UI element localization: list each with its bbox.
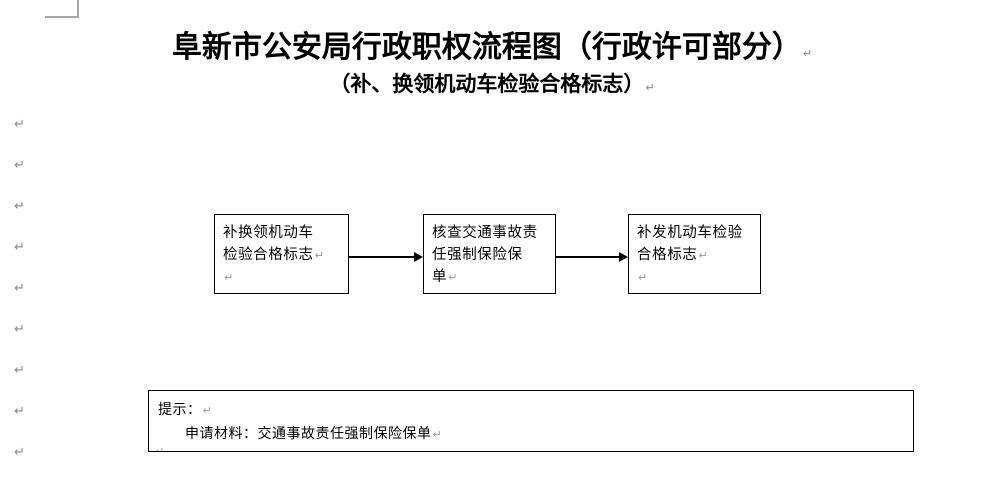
margin-pilcrow-4: ↵ [14,240,25,255]
flowchart-box-2-line-3-text: 单 [432,269,448,285]
document-subtitle: （补、换领机动车检验合格标志）↵ [0,68,984,98]
flowchart-box-3-line-2: 合格标志↵ [637,244,752,267]
note-body-paragraph-mark: ↵ [432,428,443,441]
flowchart-box-1-line-2: 检验合格标志↵ [223,244,340,267]
margin-pilcrow-6: ↵ [14,322,25,337]
flowchart-box-2-paragraph-mark: ↵ [448,271,458,284]
note-trailing-mark: ↵ [155,445,165,452]
margin-pilcrow-1: ↵ [14,117,25,132]
margin-pilcrow-2: ↵ [14,158,25,173]
title-paragraph-mark: ↵ [802,47,813,60]
flowchart-box-3-line-2-text: 合格标志 [637,247,698,263]
document-title: 阜新市公安局行政职权流程图（行政许可部分）↵ [0,22,984,66]
flowchart-box-1-extra-mark: ↵ [224,271,234,284]
flowchart-box-3: 补发机动车检验 合格标志↵ ↵ [628,214,761,294]
flowchart-box-3-extra-mark: ↵ [638,271,648,284]
flow-arrow-2 [556,251,628,263]
flowchart-box-3-paragraph-mark: ↵ [698,249,709,262]
flow-arrow-1 [349,251,423,263]
margin-pilcrow-7: ↵ [14,363,25,378]
flow-arrow-2-head [619,251,628,262]
note-body: 申请材料：交通事故责任强制保险保单↵ [185,423,442,443]
flow-arrow-1-shaft [349,256,414,258]
flowchart-box-2-line-2: 任强制保险保 [432,247,523,263]
flowchart-box-1: 补换领机动车 检验合格标志↵ ↵ [214,214,349,294]
note-heading-paragraph-mark: ↵ [202,404,213,417]
subtitle-paragraph-mark: ↵ [645,81,655,94]
margin-pilcrow-8: ↵ [14,404,25,419]
page-margin-corner-marker [45,0,79,18]
flowchart-box-1-line-2-text: 检验合格标志 [223,247,314,263]
flow-arrow-2-shaft [556,256,619,258]
note-heading: 提示：↵ [158,399,212,419]
margin-pilcrow-5: ↵ [14,281,25,296]
flow-arrow-1-head [414,251,423,262]
note-heading-text: 提示： [158,403,202,418]
flowchart-box-2: 核查交通事故责 任强制保险保 单↵ [423,214,556,294]
flowchart-box-2-line-3: 单↵ [432,266,547,289]
flowchart-box-1-line-1: 补换领机动车 [223,225,314,241]
flowchart-box-1-paragraph-mark: ↵ [314,249,325,262]
note-box: 提示：↵ 申请材料：交通事故责任强制保险保单↵ ↵ [148,390,914,452]
note-body-text: 申请材料：交通事故责任强制保险保单 [185,427,432,442]
margin-pilcrow-9: ↵ [14,445,25,460]
flowchart-box-3-line-1: 补发机动车检验 [637,225,743,241]
document-title-text: 阜新市公安局行政职权流程图（行政许可部分） [171,31,802,64]
flowchart-box-2-line-1: 核查交通事故责 [432,225,538,241]
margin-pilcrow-3: ↵ [14,199,25,214]
document-subtitle-text: （补、换领机动车检验合格标志） [329,72,645,96]
